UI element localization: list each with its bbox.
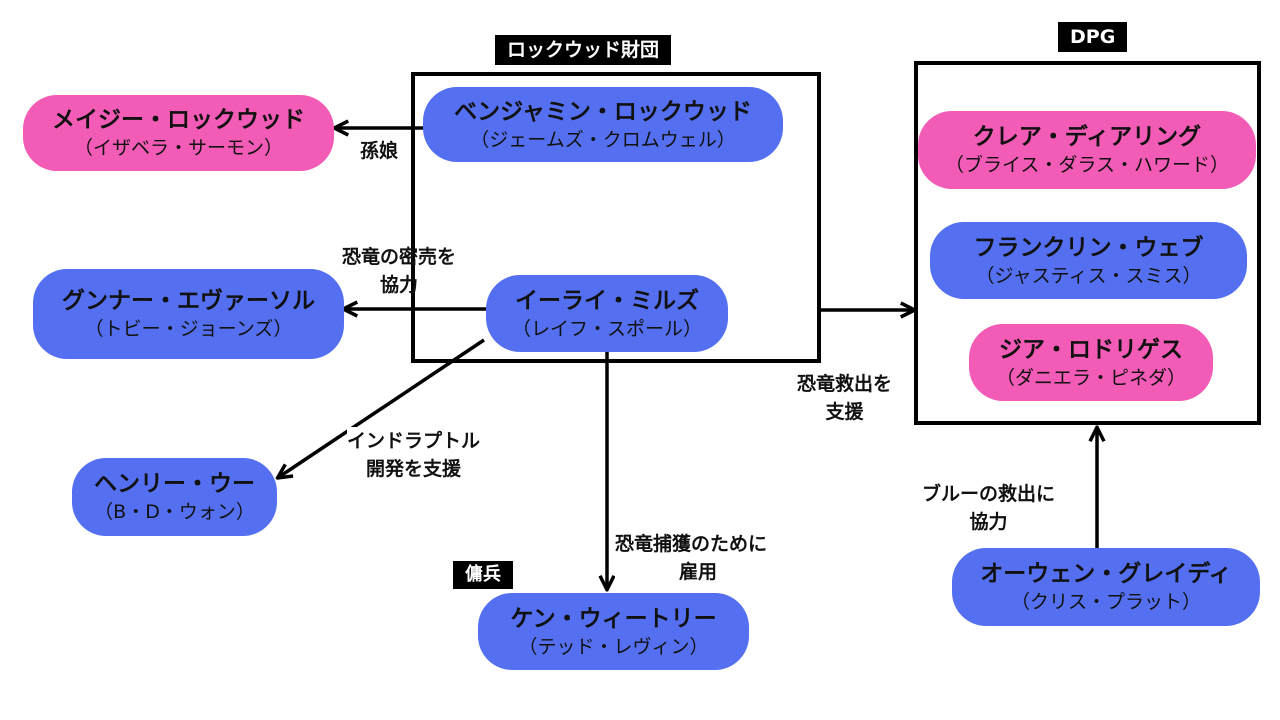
label-line: 恐竜の密売を (342, 246, 457, 268)
node-zia-rodriguez: ジア・ロドリゲス （ダニエラ・ピネダ） (969, 324, 1213, 401)
node-benjamin-lockwood: ベンジャミン・ロックウッド （ジェームズ・クロムウェル） (423, 87, 783, 162)
label-line: 協力 (969, 511, 1008, 533)
label-line: 恐竜救出を (797, 373, 893, 395)
actor-name: （トビー・ジョーンズ） (84, 318, 293, 340)
label-line: 恐竜捕獲のために (615, 533, 768, 555)
label-rescue-support: 恐竜救出を 支援 (797, 370, 892, 426)
node-franklin-webb: フランクリン・ウェブ （ジャスティス・スミス） (930, 222, 1247, 299)
character-name: ヘンリー・ウー (94, 471, 255, 497)
label-granddaughter: 孫娘 (360, 137, 399, 165)
label-dino-sale: 恐竜の密売を 協力 (342, 243, 456, 299)
label-capture: 恐竜捕獲のために 雇用 (615, 530, 768, 586)
actor-name: （イザベラ・サーモン） (73, 137, 283, 159)
node-maisie-lockwood: メイジー・ロックウッド （イザベラ・サーモン） (23, 95, 334, 171)
actor-name: （テッド・レヴィン） (518, 635, 709, 658)
character-name: グンナー・エヴァーソル (62, 288, 315, 314)
dpg-tag: DPG (1058, 22, 1128, 52)
actor-name: （レイフ・スポール） (511, 317, 702, 340)
label-line: 協力 (380, 274, 419, 296)
actor-name: （クリス・プラット） (1010, 591, 1201, 613)
node-claire-dearing: クレア・ディアリング （ブライス・ダラス・ハワード） (918, 111, 1256, 189)
actor-name: （ブライス・ダラス・ハワード） (944, 154, 1230, 176)
actor-name: （ダニエラ・ピネダ） (995, 366, 1186, 389)
label-line: 開発を支援 (366, 458, 462, 480)
character-name: ベンジャミン・ロックウッド (454, 98, 752, 125)
character-name: ケン・ウィートリー (510, 605, 717, 632)
node-gunnar-eversol: グンナー・エヴァーソル （トビー・ジョーンズ） (33, 269, 344, 359)
node-eli-mills: イーライ・ミルズ （レイフ・スポール） (486, 275, 728, 352)
lockwood-foundation-tag: ロックウッド財団 (495, 35, 672, 65)
label-line: インドラプトル (347, 430, 481, 452)
character-name: フランクリン・ウェブ (973, 234, 1204, 261)
label-line: ブルーの救出に (922, 483, 1056, 505)
character-name: イーライ・ミルズ (515, 287, 699, 314)
dpg-box (914, 61, 1261, 425)
node-owen-grady: オーウェン・グレイディ （クリス・プラット） (952, 548, 1260, 626)
label-blue-rescue: ブルーの救出に 協力 (922, 480, 1056, 536)
mercenary-tag: 傭兵 (453, 561, 513, 589)
actor-name: （ジェームズ・クロムウェル） (470, 128, 736, 151)
node-ken-wheatley: ケン・ウィートリー （テッド・レヴィン） (478, 593, 749, 670)
lockwood-foundation-box (411, 72, 821, 363)
label-line: 支援 (825, 401, 864, 423)
node-henry-wu: ヘンリー・ウー （B・D・ウォン） (72, 458, 277, 536)
actor-name: （ジャスティス・スミス） (975, 264, 1202, 287)
character-name: ジア・ロドリゲス (999, 336, 1183, 363)
character-name: クレア・ディアリング (972, 124, 1202, 150)
label-line: 雇用 (679, 561, 718, 583)
label-indoraptor: インドラプトル 開発を支援 (347, 427, 481, 483)
character-name: メイジー・ロックウッド (52, 107, 305, 133)
character-name: オーウェン・グレイディ (980, 561, 1232, 587)
actor-name: （B・D・ウォン） (94, 501, 255, 523)
